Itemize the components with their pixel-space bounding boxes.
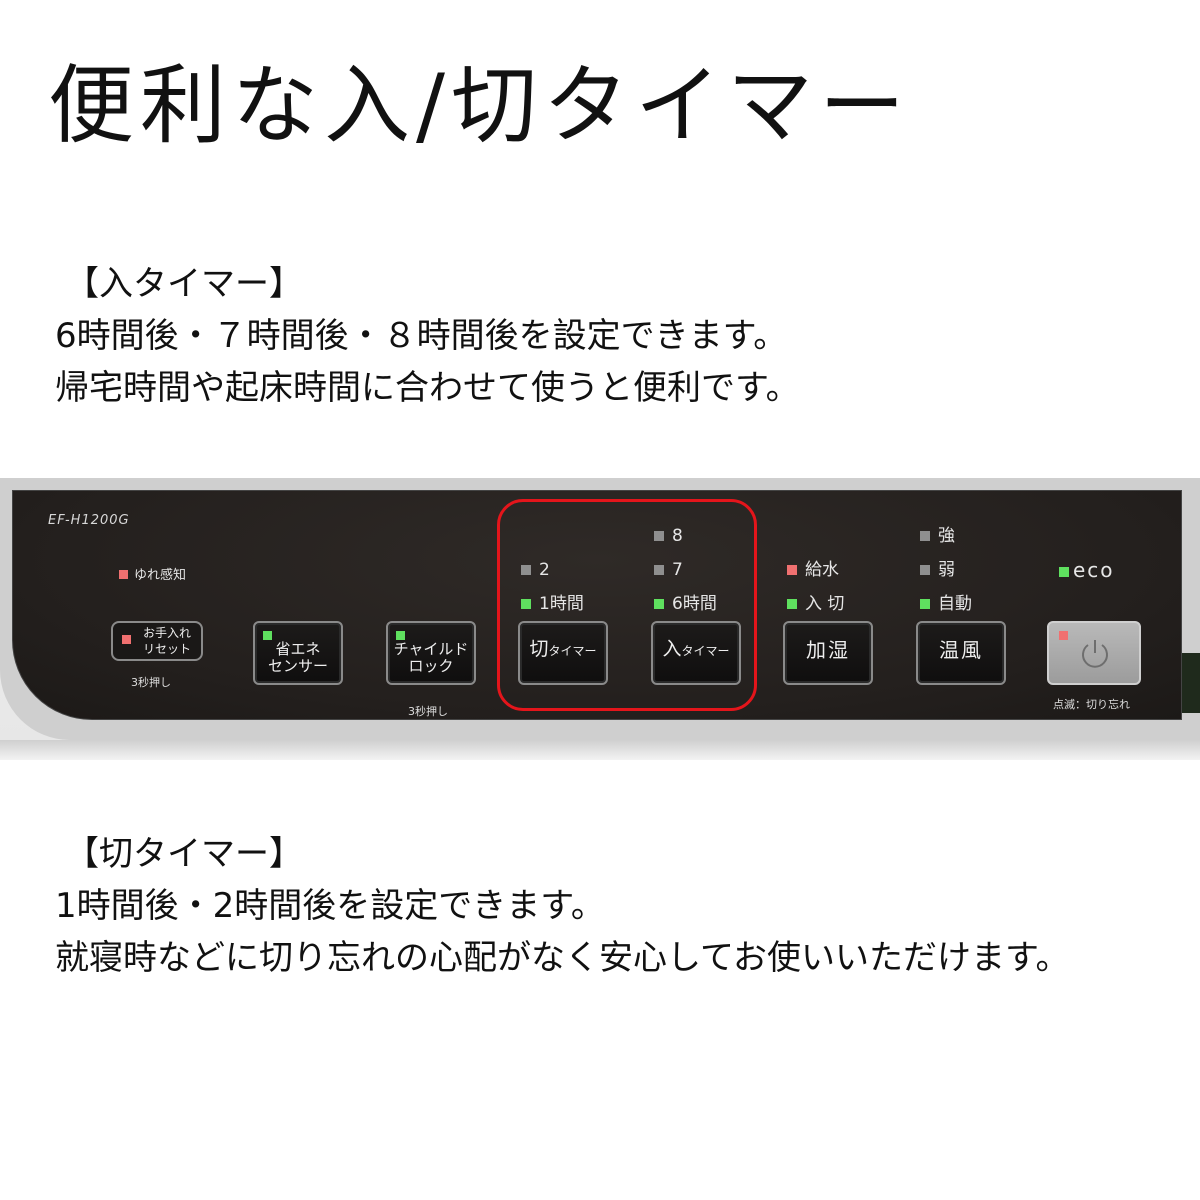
auto-indicator: 自動 bbox=[920, 595, 972, 613]
on-timer-heading: 【入タイマー】 bbox=[65, 264, 303, 304]
power-caption: 点滅：切り忘れ bbox=[1053, 698, 1130, 711]
page-title: 便利な入/切タイマー bbox=[48, 56, 911, 156]
strong-indicator: 強 bbox=[920, 527, 955, 545]
led-grey-icon bbox=[920, 531, 930, 541]
led-green-icon bbox=[1059, 567, 1069, 577]
device-shadow bbox=[0, 740, 1200, 760]
off-timer-line-1: 1時間後・2時間後を設定できます。 bbox=[55, 886, 605, 926]
control-panel-photo: EF-H1200G ゆれ感知 お手入れ リセット 3秒押し 省エネ センサー チ… bbox=[0, 478, 1200, 760]
off-timer-heading: 【切タイマー】 bbox=[65, 834, 303, 874]
off-timer-button[interactable]: 切タイマー bbox=[518, 621, 608, 685]
reset-caption: 3秒押し bbox=[131, 676, 171, 689]
weak-indicator: 弱 bbox=[920, 561, 955, 579]
energy-sensor-button[interactable]: 省エネ センサー bbox=[253, 621, 343, 685]
on-timer-line-1: 6時間後・７時間後・８時間後を設定できます。 bbox=[55, 316, 788, 356]
panel-edge bbox=[1182, 653, 1200, 713]
led-red-icon bbox=[119, 570, 128, 579]
off-timer-2h-indicator: 2 bbox=[521, 561, 550, 579]
on-timer-button[interactable]: 入タイマー bbox=[651, 621, 741, 685]
sway-detect-indicator: ゆれ感知 bbox=[119, 567, 186, 585]
water-indicator: 給水 bbox=[787, 561, 839, 579]
led-grey-icon bbox=[920, 565, 930, 575]
on-timer-section: 【入タイマー】 6時間後・７時間後・８時間後を設定できます。 帰宅時間や起床時間… bbox=[55, 258, 800, 414]
model-number: EF-H1200G bbox=[48, 513, 130, 528]
on-timer-6h-indicator: 6時間 bbox=[654, 595, 717, 613]
on-timer-line-2: 帰宅時間や起床時間に合わせて使うと便利です。 bbox=[55, 368, 800, 408]
led-green-icon bbox=[920, 599, 930, 609]
power-icon bbox=[1082, 640, 1108, 668]
humidify-onoff-indicator: 入 切 bbox=[787, 595, 844, 613]
warm-air-button[interactable]: 温風 bbox=[916, 621, 1006, 685]
off-timer-section: 【切タイマー】 1時間後・2時間後を設定できます。 就寝時などに切り忘れの心配が… bbox=[55, 828, 1070, 984]
led-red-icon bbox=[787, 565, 797, 575]
led-grey-icon bbox=[521, 565, 531, 575]
care-reset-button[interactable]: お手入れ リセット bbox=[111, 621, 203, 661]
child-lock-caption: 3秒押し bbox=[408, 705, 448, 718]
eco-indicator: eco bbox=[1059, 560, 1115, 580]
timer-highlight-frame bbox=[497, 499, 757, 711]
led-green-icon bbox=[521, 599, 531, 609]
on-timer-7h-indicator: 7 bbox=[654, 561, 683, 579]
child-lock-button[interactable]: チャイルド ロック bbox=[386, 621, 476, 685]
off-timer-1h-indicator: 1時間 bbox=[521, 595, 584, 613]
humidify-button[interactable]: 加湿 bbox=[783, 621, 873, 685]
led-grey-icon bbox=[654, 531, 664, 541]
led-green-icon bbox=[396, 631, 405, 640]
led-green-icon bbox=[654, 599, 664, 609]
control-panel: EF-H1200G ゆれ感知 お手入れ リセット 3秒押し 省エネ センサー チ… bbox=[12, 490, 1182, 720]
led-red-icon bbox=[122, 635, 131, 644]
off-timer-line-2: 就寝時などに切り忘れの心配がなく安心してお使いいただけます。 bbox=[55, 938, 1070, 978]
led-grey-icon bbox=[654, 565, 664, 575]
power-button[interactable] bbox=[1047, 621, 1141, 685]
led-red-icon bbox=[1059, 631, 1068, 640]
led-green-icon bbox=[263, 631, 272, 640]
on-timer-8h-indicator: 8 bbox=[654, 527, 683, 545]
led-green-icon bbox=[787, 599, 797, 609]
